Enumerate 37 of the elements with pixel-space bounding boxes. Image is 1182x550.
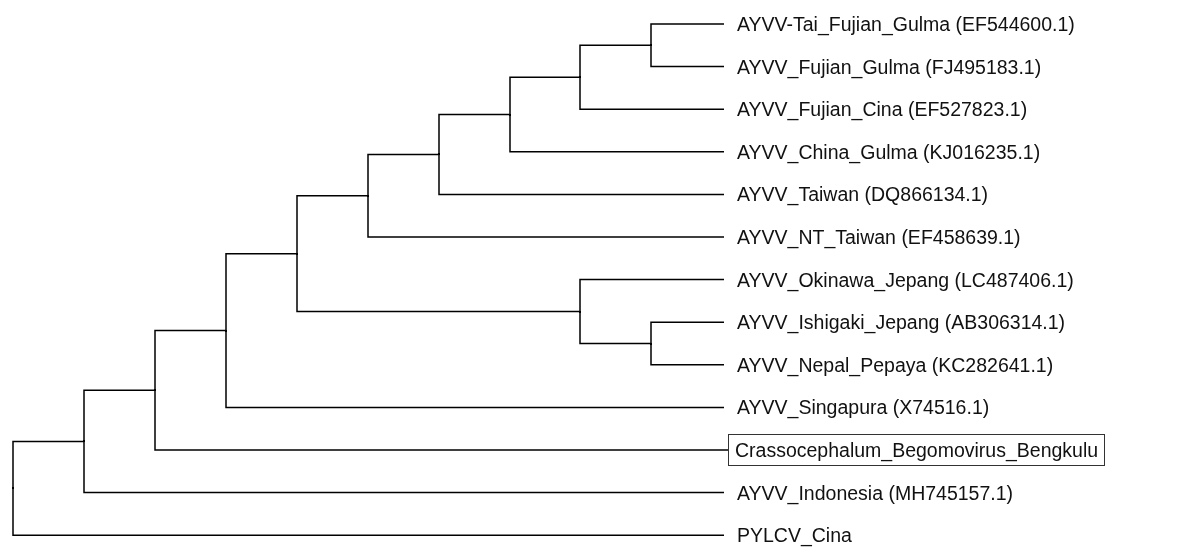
taxon-label: AYVV_Okinawa_Jepang (LC487406.1) [724, 267, 1074, 292]
taxon-label: AYVV_Ishigaki_Jepang (AB306314.1) [724, 310, 1066, 335]
highlighted-taxon-label: Crassocephalum_Begomovirus_Bengkulu [728, 434, 1106, 466]
tree-branch [367, 195, 725, 238]
tree-branch [296, 195, 369, 255]
tree-branch [650, 321, 725, 345]
tree-branch [579, 278, 725, 313]
tree-branch [438, 153, 725, 196]
tree-branch [650, 342, 725, 366]
tree-branch [367, 153, 440, 197]
tree-branch [509, 76, 581, 116]
tree-branch [154, 389, 729, 451]
tree-branch [225, 252, 298, 332]
tree-branch [579, 44, 652, 78]
taxon-label: AYVV-Tai_Fujian_Gulma (EF544600.1) [724, 12, 1075, 36]
taxon-label: AYVV_China_Gulma (KJ016235.1) [724, 139, 1041, 164]
tree-branch [579, 76, 725, 110]
taxon-label: AYVV_Singapura (X74516.1) [724, 395, 990, 420]
tree-branch [83, 440, 725, 494]
tree-branch [650, 44, 725, 68]
tree-branch [509, 113, 725, 153]
tree-branch [579, 310, 652, 345]
tree-branch [154, 329, 227, 391]
tree-branch [12, 440, 85, 490]
tree-branch [225, 329, 725, 409]
tree-branch [12, 487, 725, 536]
taxon-label: AYVV_Indonesia (MH745157.1) [724, 480, 1014, 505]
taxon-label: PYLCV_Cina [724, 523, 852, 548]
tree-branch [650, 23, 725, 47]
taxon-label: AYVV_Fujian_Cina (EF527823.1) [724, 97, 1028, 122]
tree-branch [296, 252, 581, 313]
taxon-label: AYVV_Fujian_Gulma (FJ495183.1) [724, 54, 1042, 79]
taxon-label: AYVV_Nepal_Pepaya (KC282641.1) [724, 352, 1054, 377]
tree-branch [438, 113, 511, 156]
taxon-label: AYVV_NT_Taiwan (EF458639.1) [724, 225, 1021, 249]
tree-branch [83, 389, 156, 443]
taxon-label: AYVV_Taiwan (DQ866134.1) [724, 182, 989, 207]
